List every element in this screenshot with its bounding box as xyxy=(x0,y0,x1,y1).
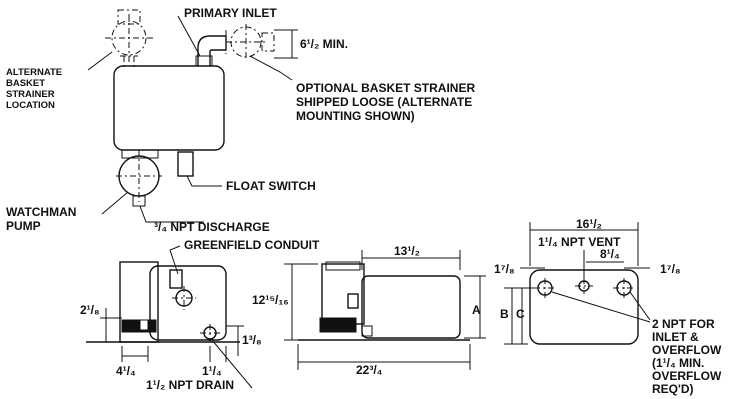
dim-13-1-2: 13¹/₂ xyxy=(394,244,420,258)
optional-strainer-line-1: OPTIONAL BASKET STRAINER xyxy=(296,81,475,95)
discharge-label: ³/₄ NPT DISCHARGE xyxy=(154,220,270,234)
dim-a: A xyxy=(472,303,481,317)
dim-4-1-4: 4¹/₄ xyxy=(116,364,136,378)
dim-1-3-8: 1³/₈ xyxy=(242,333,262,347)
alternate-strainer-line-2: BASKET xyxy=(6,78,45,89)
left-side-view: 2¹/₈ 4¹/₄ 1¹/₄ 1³/₈ GREENFIELD CONDUIT 1… xyxy=(80,238,320,392)
alternate-strainer-line-4: LOCATION xyxy=(6,100,55,111)
watchman-pump-line-2: PUMP xyxy=(6,219,41,233)
alternate-strainer-line-1: ALTERNATE xyxy=(6,67,62,78)
dim-2-1-8: 2¹/₈ xyxy=(80,303,100,317)
inlet-overflow-line-3: OVERFLOW xyxy=(652,343,722,357)
top-view: 6¹/₂ MIN. PRIMARY INLET ALTERNATE BASKET… xyxy=(6,6,475,234)
inlet-elbow xyxy=(195,35,227,67)
optional-strainer-line-3: MOUNTING SHOWN) xyxy=(296,109,415,123)
dim-8-1-4: 8¹/₄ xyxy=(600,247,620,261)
center-view: 13¹/₂ 12¹⁵/₁₆ 22³/₄ A xyxy=(252,244,486,377)
center-view-tank xyxy=(361,275,461,339)
inlet-overflow-line-5: OVERFLOW xyxy=(652,369,722,383)
float-switch-label: FLOAT SWITCH xyxy=(226,179,316,193)
inlet-overflow-line-2: INLET & xyxy=(652,330,699,344)
float-switch xyxy=(177,151,194,177)
right-view: 16¹/₂ 1¹/₄ NPT VENT 8¹/₄ 1⁷/₈ 1⁷/₈ B C 2… xyxy=(494,217,722,396)
inlet-overflow-line-4: (1¹/₄ MIN. xyxy=(652,356,704,370)
greenfield-label: GREENFIELD CONDUIT xyxy=(184,238,320,252)
optional-strainer-outline xyxy=(225,24,275,60)
inlet-overflow-line-1: 2 NPT FOR xyxy=(652,317,715,331)
primary-inlet-label: PRIMARY INLET xyxy=(184,6,277,20)
dim-c: C xyxy=(516,307,525,321)
tank-body xyxy=(113,65,225,151)
alternate-strainer-outline xyxy=(105,9,153,68)
optional-strainer-line-2: SHIPPED LOOSE (ALTERNATE xyxy=(296,95,472,109)
min-height-label: 6¹/₂ MIN. xyxy=(300,37,348,51)
left-view-tank xyxy=(149,265,227,341)
watchman-pump xyxy=(116,149,162,207)
dim-1-7-8-right: 1⁷/₈ xyxy=(660,262,681,276)
inlet-overflow-line-6: REQ'D) xyxy=(652,382,694,396)
alternate-strainer-line-3: STRAINER xyxy=(6,89,55,100)
dim-b: B xyxy=(500,307,509,321)
dim-12-15-16: 12¹⁵/₁₆ xyxy=(252,293,289,307)
drain-label: 1¹/₂ NPT DRAIN xyxy=(146,378,234,392)
vent-label: 1¹/₄ NPT VENT xyxy=(538,235,621,249)
dim-16-1-2: 16¹/₂ xyxy=(576,217,602,231)
watchman-pump-line-1: WATCHMAN xyxy=(6,205,76,219)
dim-22-3-4: 22³/₄ xyxy=(356,363,383,377)
dim-1-1-4: 1¹/₄ xyxy=(202,364,222,378)
dim-1-7-8-left: 1⁷/₈ xyxy=(494,262,515,276)
